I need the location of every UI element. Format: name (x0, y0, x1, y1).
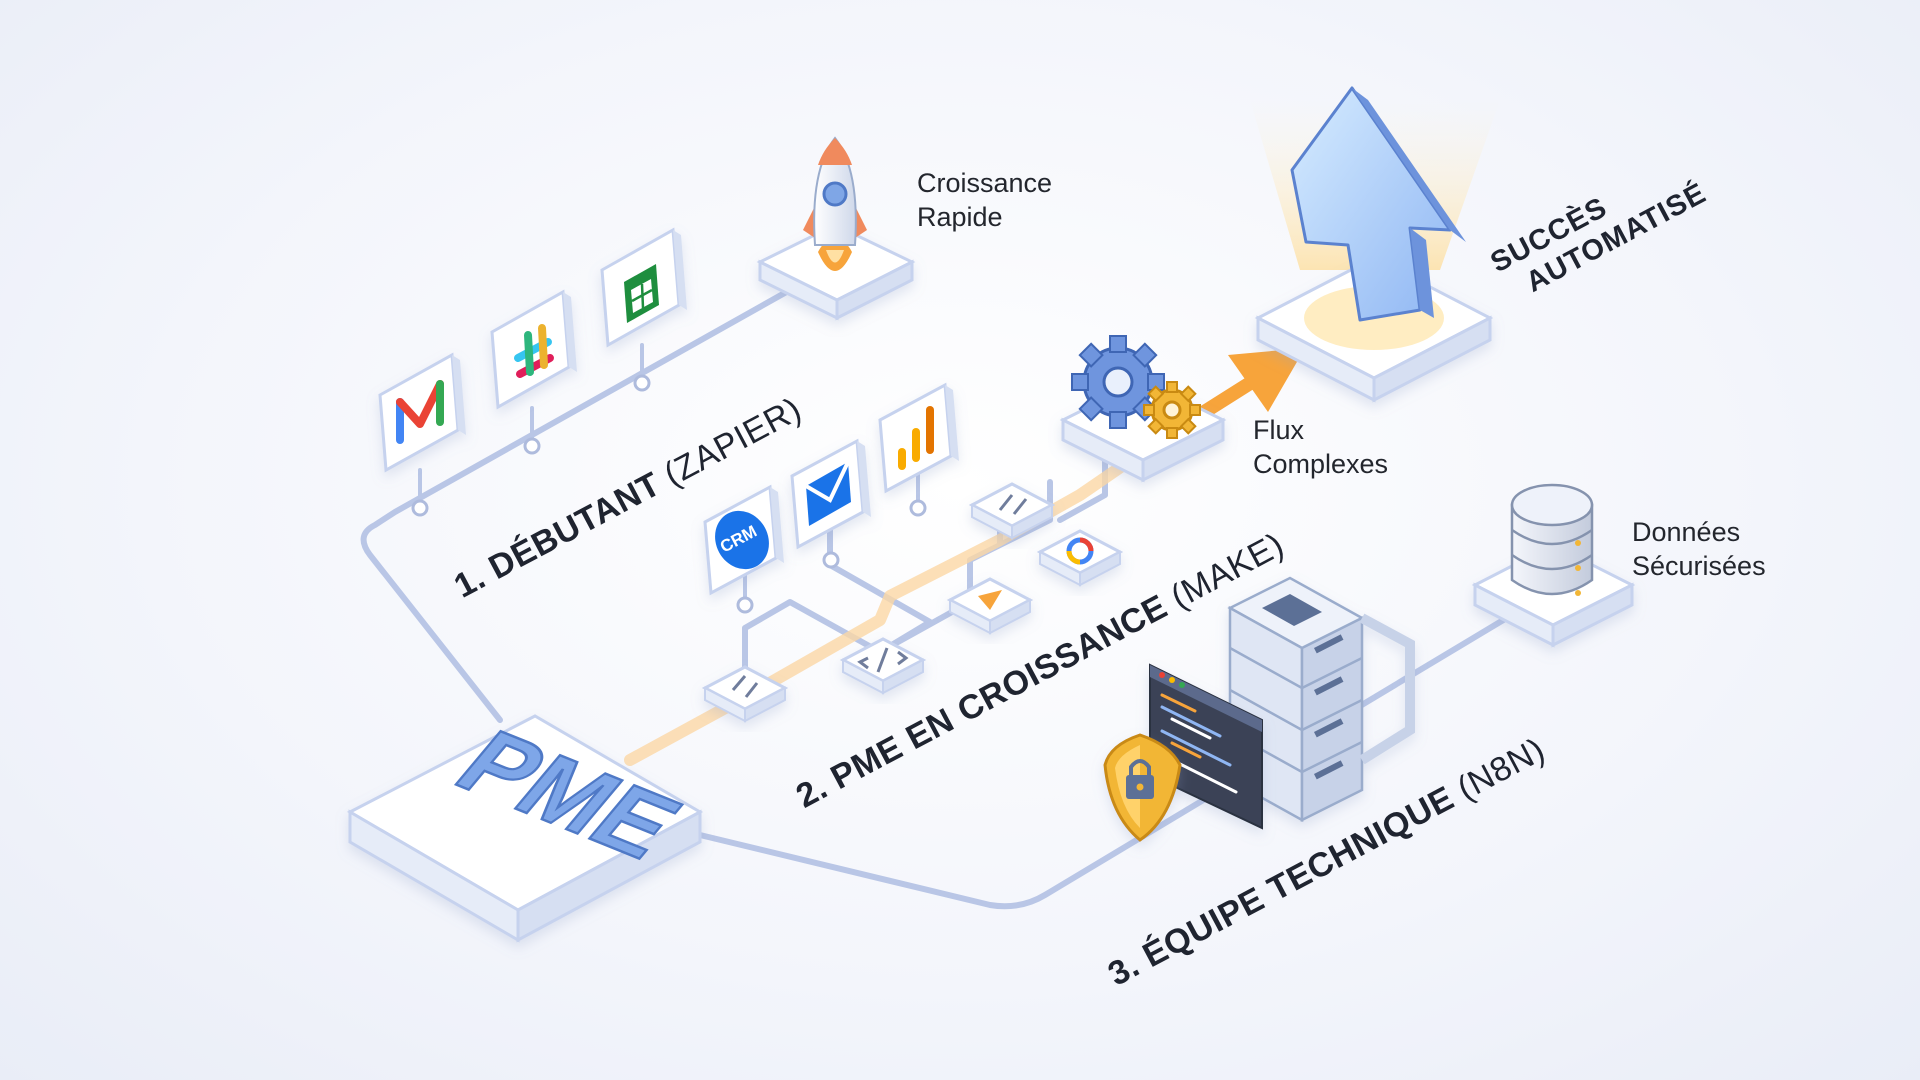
path-1-nodes (411, 374, 651, 517)
code-window-icon (1149, 663, 1263, 830)
success-arrow-icon (1290, 86, 1466, 322)
rapid-growth-line-2: Rapide (917, 202, 1003, 232)
module-tile-5 (1036, 529, 1124, 587)
database-icon (1510, 483, 1594, 596)
rocket-icon (803, 136, 867, 271)
rapid-growth-line-1: Croissance (917, 168, 1053, 198)
module-tile-4 (968, 482, 1056, 540)
path-3-line (697, 607, 1523, 910)
slack-icon (514, 324, 554, 378)
secure-data-line-2: Sécurisées (1632, 551, 1766, 581)
crm-icon: CRM (715, 510, 769, 570)
gears-icon (1071, 335, 1201, 439)
complex-flows-line-2: Complexes (1253, 449, 1389, 479)
module-tile-3 (946, 577, 1034, 635)
hub-platform (346, 714, 704, 943)
path-2-nodes (736, 499, 927, 614)
complex-flows-label: Flux Complexes (1253, 413, 1388, 481)
module-tile-2 (839, 637, 927, 695)
secure-data-line-1: Données (1632, 517, 1741, 547)
server-stack-icon (1227, 576, 1415, 823)
gmail-icon (396, 380, 444, 444)
analytics-icon (898, 406, 934, 470)
mail-icon (804, 461, 851, 526)
secure-data-label: Données Sécurisées (1632, 515, 1766, 583)
shield-lock-icon (1103, 733, 1182, 842)
complex-flows-line-1: Flux (1253, 415, 1305, 445)
rapid-growth-label: Croissance Rapide (917, 166, 1052, 234)
module-tile-1 (701, 665, 789, 723)
sheets-icon (624, 264, 659, 323)
path-1-line (360, 287, 793, 723)
